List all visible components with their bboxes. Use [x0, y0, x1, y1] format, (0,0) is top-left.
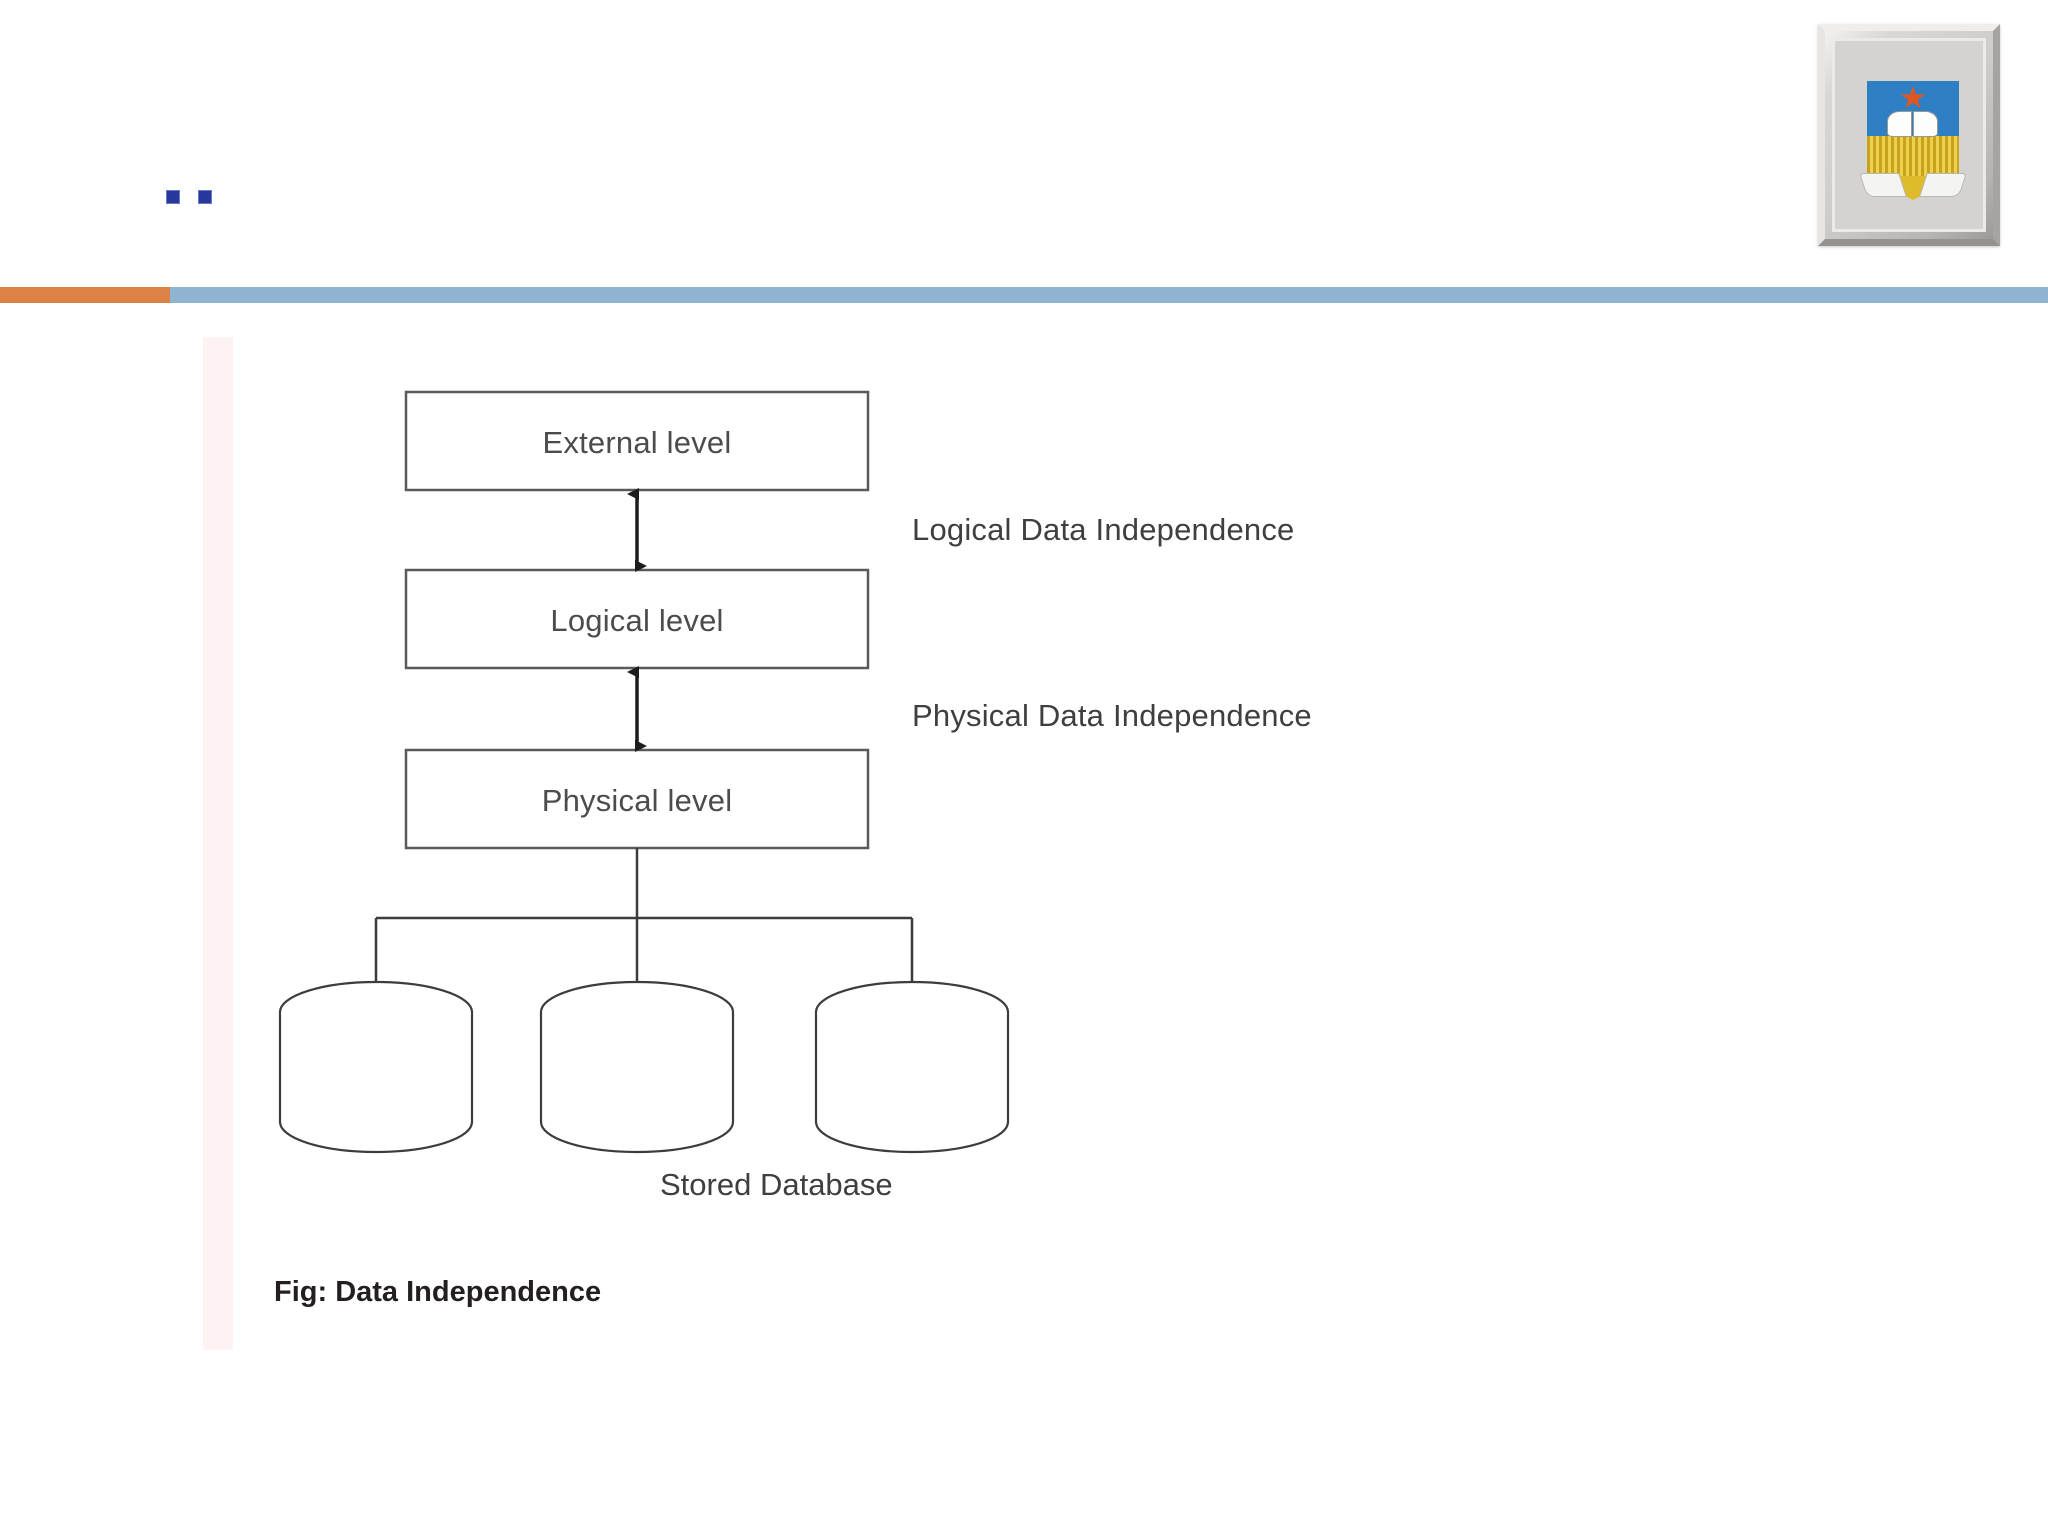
divider-blue-segment	[170, 287, 2048, 303]
box-physical-level	[404, 748, 870, 850]
bullet-square-icon	[166, 190, 180, 204]
label-logical-data-independence: Logical Data Independence	[912, 512, 1295, 547]
box-label-physical-level: Physical level	[541, 783, 733, 818]
divider-orange-segment	[0, 287, 170, 303]
slide-header	[0, 0, 2048, 300]
cylinder-database-1	[278, 980, 474, 1154]
box-external-level	[404, 390, 870, 492]
title-bullet-markers	[166, 190, 212, 204]
cylinder-database-3	[814, 980, 1010, 1154]
university-crest-logo	[1818, 24, 2000, 246]
label-physical-data-independence: Physical Data Independence	[912, 698, 1312, 733]
crest-wheat-field	[1867, 136, 1959, 176]
box-label-external-level: External level	[542, 425, 732, 460]
crest-shield-icon	[1859, 81, 1967, 200]
left-accent-stripe	[203, 337, 233, 1350]
header-divider-bar	[0, 287, 2048, 303]
cylinder-database-2	[539, 980, 735, 1154]
crest-open-book-icon	[1887, 111, 1939, 137]
box-label-logical-level: Logical level	[550, 603, 724, 638]
crest-mat	[1832, 38, 1986, 232]
box-logical-level	[404, 568, 870, 670]
label-stored-database: Stored Database	[660, 1167, 893, 1202]
figure-caption: Fig: Data Independence	[274, 1276, 602, 1308]
bullet-square-icon	[198, 190, 212, 204]
